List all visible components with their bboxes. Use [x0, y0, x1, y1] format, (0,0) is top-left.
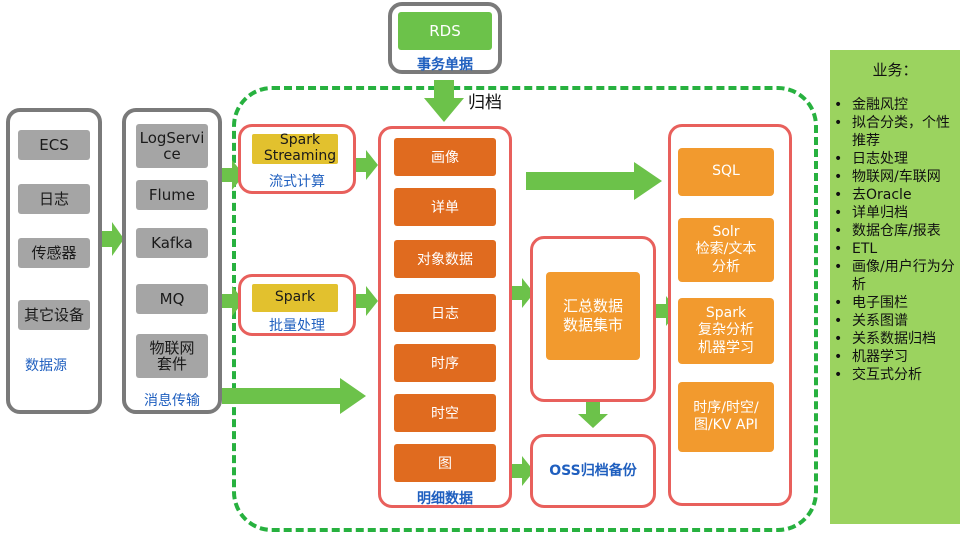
list-item: 拟合分类，个性推荐: [830, 114, 960, 150]
flow-arrow-icon: [578, 402, 608, 428]
oss-panel[interactable]: [530, 434, 656, 508]
spark-streaming-block[interactable]: [252, 134, 338, 164]
archive-label: 归档: [468, 93, 502, 113]
list-item: 画像/用户行为分析: [830, 258, 960, 294]
business-list: 金融风控 拟合分类，个性推荐 日志处理 物联网/车联网 去Oracle 详单归档…: [830, 96, 960, 384]
spark-batch-title: Spark: [274, 289, 316, 305]
flow-arrow-icon: [356, 286, 378, 316]
flow-arrow-icon: [222, 378, 366, 414]
streaming-caption: 流式计算: [269, 174, 325, 190]
source-ecs[interactable]: ECS: [18, 130, 90, 160]
list-item: 详单归档: [830, 204, 960, 222]
detail-object-data[interactable]: 对象数据: [394, 240, 496, 278]
rds-caption: 事务单据: [417, 57, 473, 73]
service-kv-api[interactable]: 时序/时空/ 图/KV API: [678, 382, 774, 452]
detail-spatiotemporal[interactable]: 时空: [394, 394, 496, 432]
list-item: 去Oracle: [830, 186, 960, 204]
flow-arrow-icon: [102, 222, 124, 256]
msg-kafka[interactable]: Kafka: [136, 228, 208, 258]
msg-mq[interactable]: MQ: [136, 284, 208, 314]
source-sensors[interactable]: 传感器: [18, 238, 90, 268]
spark-batch-block[interactable]: [252, 284, 338, 312]
detail-timeseries[interactable]: 时序: [394, 344, 496, 382]
messaging-caption: 消息传输: [144, 393, 200, 409]
list-item: ETL: [830, 240, 960, 258]
flow-arrow-icon: [222, 286, 244, 316]
rds-button[interactable]: RDS: [398, 12, 492, 50]
batch-caption: 批量处理: [269, 318, 325, 334]
business-title: 业务：: [872, 61, 918, 79]
list-item: 物联网/车联网: [830, 168, 960, 186]
detail-records[interactable]: 详单: [394, 188, 496, 226]
list-item: 关系数据归档: [830, 330, 960, 348]
source-other-devices[interactable]: 其它设备: [18, 300, 90, 330]
list-item: 交互式分析: [830, 366, 960, 384]
flow-arrow-icon: [356, 150, 378, 180]
source-logs[interactable]: 日志: [18, 184, 90, 214]
detail-logs[interactable]: 日志: [394, 294, 496, 332]
flow-arrow-icon: [526, 162, 662, 200]
list-item: 日志处理: [830, 150, 960, 168]
list-item: 电子围栏: [830, 294, 960, 312]
service-sql[interactable]: SQL: [678, 148, 774, 196]
list-item: 数据仓库/报表: [830, 222, 960, 240]
msg-flume[interactable]: Flume: [136, 180, 208, 210]
detail-profile[interactable]: 画像: [394, 138, 496, 176]
flow-arrow-icon: [656, 296, 678, 326]
flow-arrow-icon: [222, 160, 244, 190]
msg-iot-suite[interactable]: 物联网套件: [136, 334, 208, 378]
flow-arrow-icon: [512, 456, 534, 486]
summary-data-mart[interactable]: 汇总数据 数据集市: [546, 272, 640, 360]
flow-arrow-icon: [512, 278, 534, 308]
list-item: 关系图谱: [830, 312, 960, 330]
archive-arrow-icon: [424, 80, 464, 122]
detail-graph[interactable]: 图: [394, 444, 496, 482]
list-item: 金融风控: [830, 96, 960, 114]
detail-caption: 明细数据: [417, 491, 473, 507]
business-panel: 业务： 金融风控 拟合分类，个性推荐 日志处理 物联网/车联网 去Oracle …: [830, 50, 960, 524]
service-spark[interactable]: Spark 复杂分析 机器学习: [678, 298, 774, 364]
list-item: 机器学习: [830, 348, 960, 366]
msg-logservice[interactable]: LogService: [136, 124, 208, 168]
data-source-caption: 数据源: [25, 358, 67, 374]
spark-streaming-title: Spark Streaming: [263, 132, 337, 165]
service-solr[interactable]: Solr 检索/文本 分析: [678, 218, 774, 282]
oss-label: OSS归档备份: [549, 463, 637, 479]
